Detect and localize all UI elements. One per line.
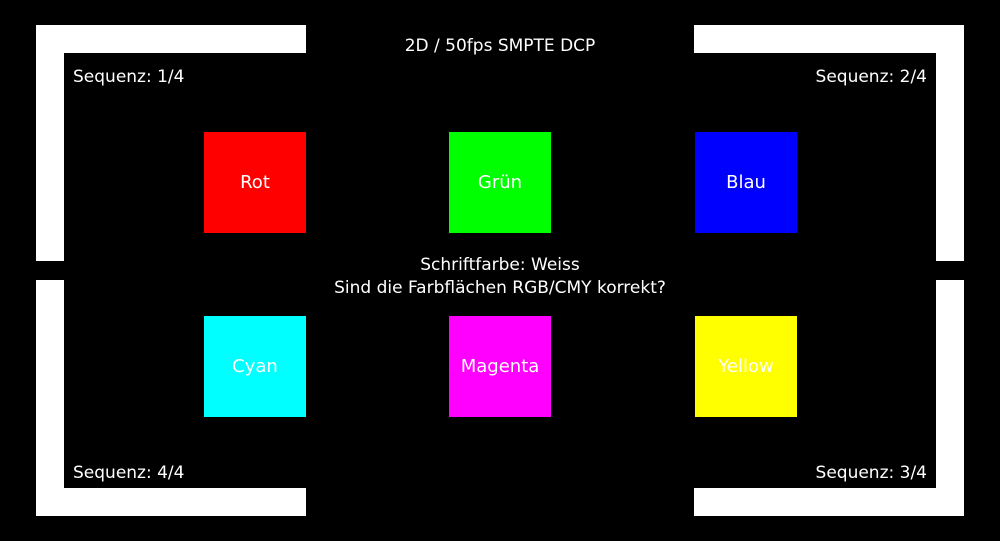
sequence-label-bottom-right: Sequenz: 3/4 [815,463,927,483]
swatch-cyan: Cyan [204,316,306,417]
swatch-label: Blau [726,172,766,193]
swatch-label: Magenta [460,356,540,377]
swatch-yellow: Yellow [695,316,797,417]
message-line-1: Schriftfarbe: Weiss [420,255,580,275]
swatch-red: Rot [204,132,306,233]
message-line-2: Sind die Farbflächen RGB/CMY korrekt? [334,278,666,298]
swatch-blue: Blau [695,132,797,233]
swatch-label: Cyan [232,356,278,377]
swatch-label: Rot [240,172,270,193]
swatch-label: Grün [477,172,523,193]
swatch-label: Yellow [718,356,774,377]
swatch-green: Grün [449,132,551,233]
sequence-label-top-left: Sequenz: 1/4 [73,67,185,87]
sequence-label-bottom-left: Sequenz: 4/4 [73,463,185,483]
title: 2D / 50fps SMPTE DCP [404,36,596,56]
swatch-magenta: Magenta [449,316,551,417]
sequence-label-top-right: Sequenz: 2/4 [815,67,927,87]
